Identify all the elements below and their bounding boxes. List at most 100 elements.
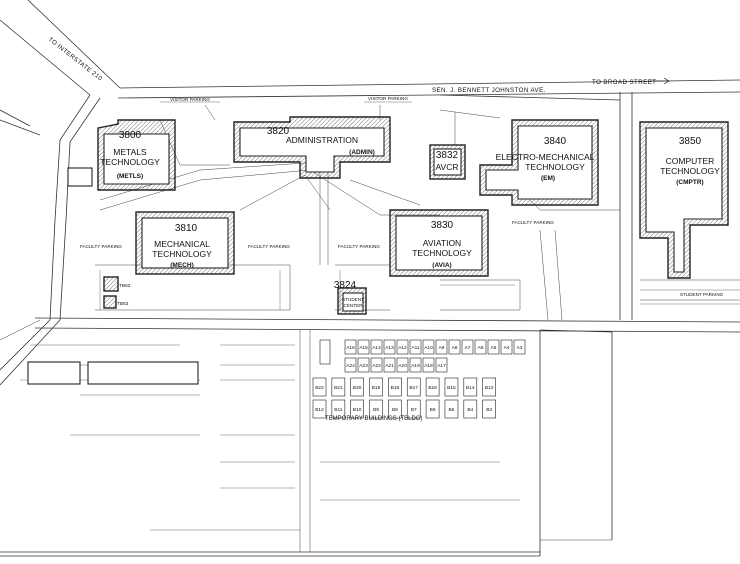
temp-building-middle[interactable]: A23 [357,357,370,373]
temp-building-label: A13 [385,345,394,351]
building-mech[interactable]: 3810 MECHANICAL TECHNOLOGY (MECH) [135,211,235,275]
temp-building-top[interactable]: A11 [409,339,422,355]
temp-building-top[interactable]: A8 [448,339,461,355]
temp-building-bottom[interactable]: B7 [406,399,421,419]
building-em[interactable]: 3840 ELECTRO-MECHANICAL TECHNOLOGY (EM) [479,119,599,206]
small-building-label: TB63 [117,301,129,307]
temp-building-label: B11 [334,407,343,413]
building-computer[interactable]: 3850 COMPUTER TECHNOLOGY (CMPTR) [639,121,729,279]
temp-building-top[interactable]: A10 [422,339,435,355]
temp-building-top[interactable]: A15 [357,339,370,355]
temp-building-bottom[interactable]: B15 [444,377,459,397]
temp-building-top[interactable]: A6 [474,339,487,355]
building-number: 3830 [431,220,454,231]
building-metals[interactable]: 3800 METALS TECHNOLOGY (METLS) [97,119,176,191]
temp-building-label: A12 [398,345,407,351]
temp-building-label: A20 [398,363,407,369]
temp-building-top[interactable]: A16 [344,339,357,355]
temp-building-middle[interactable]: A24 [344,357,357,373]
interstate-label: TO INTERSTATE 210 [47,36,104,83]
temp-building-bottom[interactable]: B21 [331,377,346,397]
building-abbr: (ADMIN) [349,149,375,156]
lot-structure [87,361,199,385]
temp-building-bottom[interactable]: B14 [463,377,478,397]
temp-building-bottom[interactable]: B16 [425,377,440,397]
building-abbr: (AVIA) [432,262,451,269]
temp-building-bottom[interactable]: B3 [482,399,496,419]
building-student-center[interactable]: 3824 STUDENT CENTER [334,280,367,315]
building-name-line: TECHNOLOGY [412,248,472,258]
building-abbr: (METLS) [117,173,143,180]
small-building-tb63[interactable]: TB63 [103,295,129,309]
temp-building-bottom[interactable]: B13 [482,377,496,397]
temp-building-middle[interactable]: A20 [396,357,409,373]
temp-building-label: B3 [486,407,492,413]
temporary-buildings-label: TEMPORARY BUILDINGS (TBLDG) [325,416,422,422]
temp-building-top[interactable]: A9 [435,339,448,355]
temp-building-label: A9 [439,345,445,351]
temp-building-middle[interactable]: A17 [435,357,448,373]
building-name-line: COMPUTER [666,156,715,166]
lot-structure [27,361,81,385]
temp-building-label: A10 [424,345,433,351]
temp-structure[interactable] [319,339,331,365]
temp-building-bottom[interactable]: B12 [312,399,327,419]
temp-building-label: A8 [452,345,458,351]
temp-building-bottom[interactable]: B4 [463,399,478,419]
temp-building-bottom[interactable]: B19 [369,377,383,397]
temp-building-label: A4 [504,345,510,351]
building-number: 3824 [334,280,357,291]
temp-building-label: B5 [449,407,455,413]
building-name-line: CENTER [344,303,364,308]
building-name-line: MECHANICAL [154,239,210,249]
temp-building-top[interactable]: A12 [396,339,409,355]
temp-building-label: A16 [346,345,355,351]
building-name-line: TECHNOLOGY [100,157,160,167]
building-name-line: ELECTRO-MECHANICAL [496,152,595,162]
small-building-tb62[interactable]: TB62 [103,276,131,292]
temp-building-bottom[interactable]: B5 [444,399,459,419]
temp-building-top[interactable]: A4 [500,339,513,355]
temp-building-bottom[interactable]: B22 [312,377,327,397]
building-avia[interactable]: 3830 AVIATION TECHNOLOGY (AVIA) [389,209,489,277]
temp-building-top[interactable]: A5 [487,339,500,355]
temp-building-top[interactable]: A7 [461,339,474,355]
temp-building-label: B16 [428,385,437,391]
faculty-parking-label: FACULTY PARKING [338,244,380,249]
temp-building-label: A19 [411,363,420,369]
temp-building-bottom[interactable]: B18 [388,377,402,397]
faculty-parking-label: FACULTY PARKING [80,244,122,249]
temp-building-label: B4 [467,407,473,413]
building-admin[interactable]: 3820 ADMINISTRATION (ADMIN) [233,116,391,179]
temp-building-bottom[interactable]: B9 [369,399,383,419]
temp-building-middle[interactable]: A21 [383,357,396,373]
temp-building-label: A17 [437,363,446,369]
temp-building-bottom[interactable]: B17 [406,377,421,397]
building-abbr: (CMPTR) [676,179,703,186]
temp-building-label: B9 [373,407,379,413]
temp-building-middle[interactable]: A18 [422,357,435,373]
temp-building-top[interactable]: A13 [383,339,396,355]
temp-building-label: B15 [447,385,456,391]
building-name-line: TECHNOLOGY [660,166,720,176]
temp-building-middle[interactable]: A19 [409,357,422,373]
building-name-line: TECHNOLOGY [152,249,212,259]
arrow-head-icon [663,77,670,85]
temp-building-label: B17 [409,385,418,391]
building-avcr[interactable]: 3832 AVCR [429,144,466,180]
temp-building-top[interactable]: A3 [513,339,526,355]
temp-building-label: A11 [411,345,420,351]
temp-building-bottom[interactable]: B11 [331,399,346,419]
temp-building-bottom[interactable]: B8 [388,399,402,419]
building-abbr: (MECH) [170,262,193,269]
temp-building-label: B8 [392,407,398,413]
temp-building-bottom[interactable]: B6 [425,399,440,419]
temp-building-top[interactable]: A14 [370,339,383,355]
building-name-line: ADMINISTRATION [286,135,358,145]
temp-building-middle[interactable]: A22 [370,357,383,373]
temp-building-label: B18 [391,385,400,391]
temp-building-bottom[interactable]: B20 [350,377,365,397]
building-number: 3800 [119,130,142,141]
temp-building-bottom[interactable]: B10 [350,399,365,419]
